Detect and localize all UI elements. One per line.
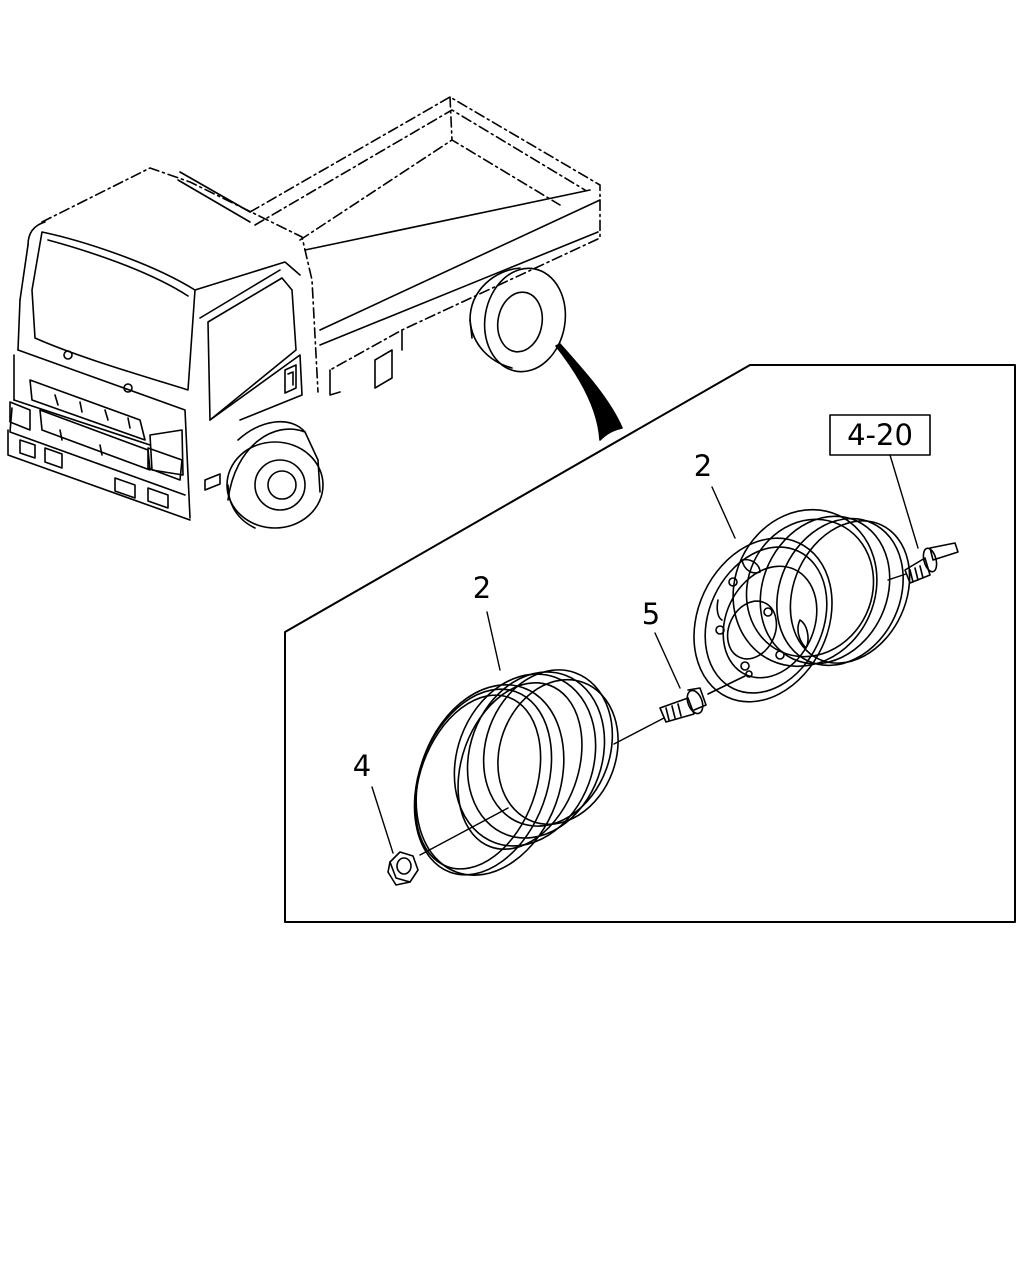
reference-box — [829, 414, 931, 456]
callout-4-nut: 4 — [353, 749, 371, 783]
truck-illustration — [7, 96, 623, 529]
callout-2-rear-wheel: 2 — [694, 449, 712, 483]
truck-cab — [7, 167, 321, 521]
reference-label: 4-20 — [847, 418, 913, 452]
detail-frame — [284, 364, 1016, 923]
stud-bolt — [887, 542, 959, 584]
wheel-rim-front — [413, 669, 665, 876]
pointer-arrow — [555, 343, 623, 441]
wheel-rim-rear — [693, 508, 911, 703]
front-wheel — [226, 441, 324, 529]
wheel-nut — [387, 851, 419, 886]
callout-leaders — [371, 454, 919, 854]
cargo-bed — [177, 96, 601, 396]
callout-5-bolt: 5 — [642, 597, 660, 631]
rear-wheel — [469, 267, 567, 373]
callout-2-front-wheel: 2 — [473, 571, 491, 605]
